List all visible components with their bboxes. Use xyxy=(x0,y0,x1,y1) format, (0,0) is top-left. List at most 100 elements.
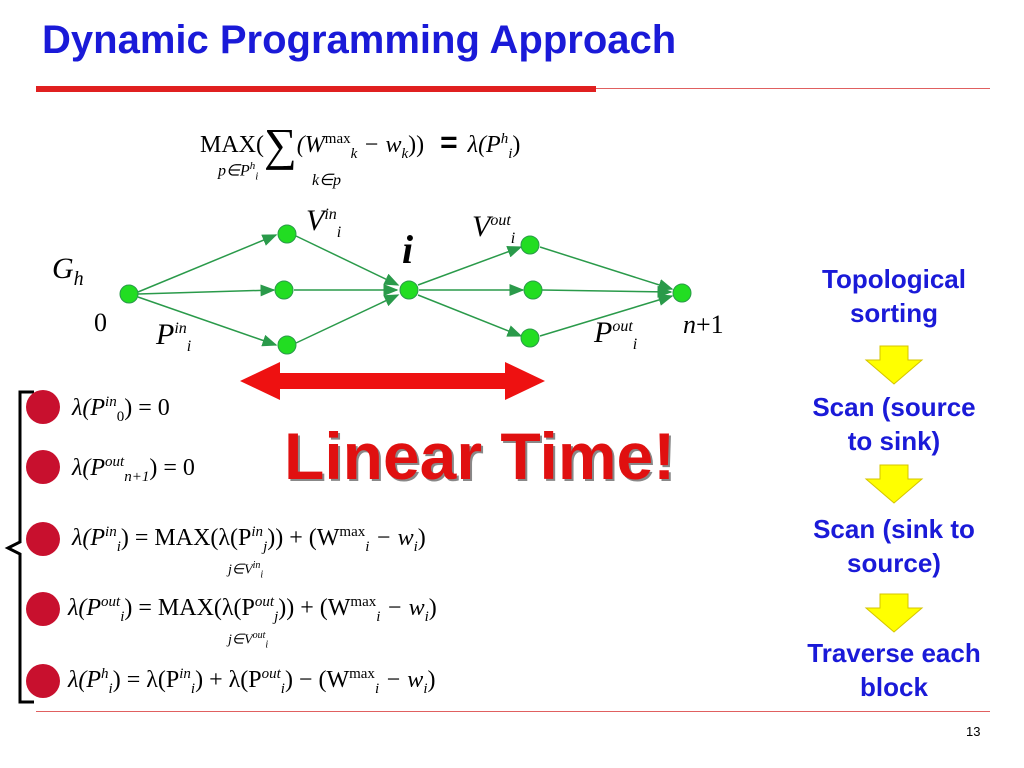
top-formula-minus-w-sub: k xyxy=(401,145,409,162)
eq3-sub2: j xyxy=(263,538,268,555)
eq4-b: ) = MAX(λ(P xyxy=(124,595,255,621)
bullet-eq1 xyxy=(26,390,60,424)
step-4-line-1: Traverse each xyxy=(807,638,981,668)
eq3-sup2: in xyxy=(251,524,264,540)
step-1-line-1: Topological xyxy=(822,264,966,294)
eq1-sup: in xyxy=(105,394,117,410)
top-formula-under-sum: k∈p xyxy=(312,172,342,189)
equation-1: λ(Pin0) = 0 xyxy=(72,394,170,426)
bullet-eq4 xyxy=(26,592,60,626)
eq5-c: ) + λ(P xyxy=(195,667,262,693)
eq3-sub: i xyxy=(116,538,121,555)
top-formula-close: )) xyxy=(408,132,425,158)
bullet-eq2 xyxy=(26,450,60,484)
node-sink xyxy=(672,283,692,303)
top-formula-equals: = xyxy=(440,126,458,159)
edge-a-i xyxy=(295,235,400,286)
edge-0-c xyxy=(137,296,278,347)
eq5-sub5: i xyxy=(423,680,428,697)
linear-time-label: Linear Time! xyxy=(284,419,676,493)
eq1-sub: 0 xyxy=(116,408,125,425)
top-formula-rhs: λ(P xyxy=(467,132,501,158)
v-out-sup: out xyxy=(490,212,511,229)
down-arrow-2 xyxy=(864,464,924,504)
sink-label-n: n xyxy=(683,310,696,339)
eq4-under-sup: out xyxy=(252,630,266,641)
node-out-3 xyxy=(520,328,540,348)
node-in-2 xyxy=(274,280,294,300)
eq4-a: λ(P xyxy=(68,595,102,621)
eq5-sub2: i xyxy=(190,680,196,697)
sink-label-rest: +1 xyxy=(696,310,724,339)
center-node-i: i xyxy=(402,227,414,272)
node-i xyxy=(399,280,419,300)
top-formula-rhs-close: ) xyxy=(512,132,521,158)
p-in-label: Pini xyxy=(156,318,191,356)
eq1-a: λ(P xyxy=(72,395,106,421)
eq3-d: − w xyxy=(369,525,414,551)
eq3-e: ) xyxy=(417,525,426,551)
eq2-b: ) = 0 xyxy=(149,455,195,481)
edge-d-n xyxy=(539,246,674,291)
node-in-1 xyxy=(277,224,297,244)
bullet-eq5 xyxy=(26,664,60,698)
v-in-label: Vini xyxy=(306,204,341,242)
eq2-a: λ(P xyxy=(72,455,106,481)
top-formula-w-sub: k xyxy=(350,145,358,162)
title-underline-thin xyxy=(596,88,990,89)
down-arrow-1 xyxy=(864,345,924,385)
step-3-line-2: source) xyxy=(847,548,941,578)
eq5-e: − w xyxy=(379,667,424,693)
eq5-b: ) = λ(P xyxy=(112,667,180,693)
v-out-v: V xyxy=(472,210,491,243)
node-in-3 xyxy=(277,335,297,355)
graph-label-gh: Gh xyxy=(52,252,84,291)
p-out-sup: out xyxy=(612,318,633,335)
v-in-sub: i xyxy=(336,224,342,241)
p-out-label: Pouti xyxy=(594,316,637,354)
equation-3: λ(Pini) = MAX(λ(Pinj)) + (Wmaxi − wi) xyxy=(72,524,426,556)
eq5-sup4: max xyxy=(349,666,375,682)
eq4-sub3: i xyxy=(376,608,381,625)
eq5-a: λ(P xyxy=(68,667,102,693)
under-max-sup: h xyxy=(249,160,256,172)
eq3-sup3: max xyxy=(339,524,366,540)
eq4-sup2: out xyxy=(254,594,275,610)
edge-f-n xyxy=(539,294,674,337)
p-in-sub: i xyxy=(186,338,192,355)
source-label: 0 xyxy=(94,308,107,337)
eq5-sub4: i xyxy=(374,680,380,697)
top-formula-under-max: p∈Phi xyxy=(218,160,258,183)
eq4-e: ) xyxy=(428,595,437,621)
eq2-sup: out xyxy=(105,454,125,470)
edge-0-a xyxy=(137,234,278,293)
eq4-d: − w xyxy=(380,595,425,621)
equation-4-under: j∈Vouti xyxy=(228,630,268,650)
edge-i-d xyxy=(417,246,523,286)
top-formula-max: MAX( xyxy=(200,132,264,158)
eq3-under-text: j∈V xyxy=(228,562,253,578)
edge-i-f xyxy=(417,294,523,337)
node-source xyxy=(119,284,139,304)
page-number: 13 xyxy=(966,724,981,739)
step-2-line-2: to sink) xyxy=(847,426,941,456)
top-formula-w: (W xyxy=(296,132,325,158)
p-in-sup: in xyxy=(174,320,187,337)
sink-label: n+1 xyxy=(683,310,724,340)
eq5-sup3: out xyxy=(261,666,281,682)
equation-2: λ(Poutn+1) = 0 xyxy=(72,454,195,486)
p-out-p: P xyxy=(594,316,613,349)
eq5-sup2: in xyxy=(179,666,191,682)
v-in-sup: in xyxy=(324,206,337,223)
bullet-eq3 xyxy=(26,522,60,556)
edge-c-i xyxy=(295,294,400,344)
eq3-a: λ(P xyxy=(72,525,106,551)
eq5-sub3: i xyxy=(280,680,285,697)
v-out-sub: i xyxy=(510,230,516,247)
graph-label-h: h xyxy=(73,268,84,290)
eq4-sup3: max xyxy=(350,594,377,610)
